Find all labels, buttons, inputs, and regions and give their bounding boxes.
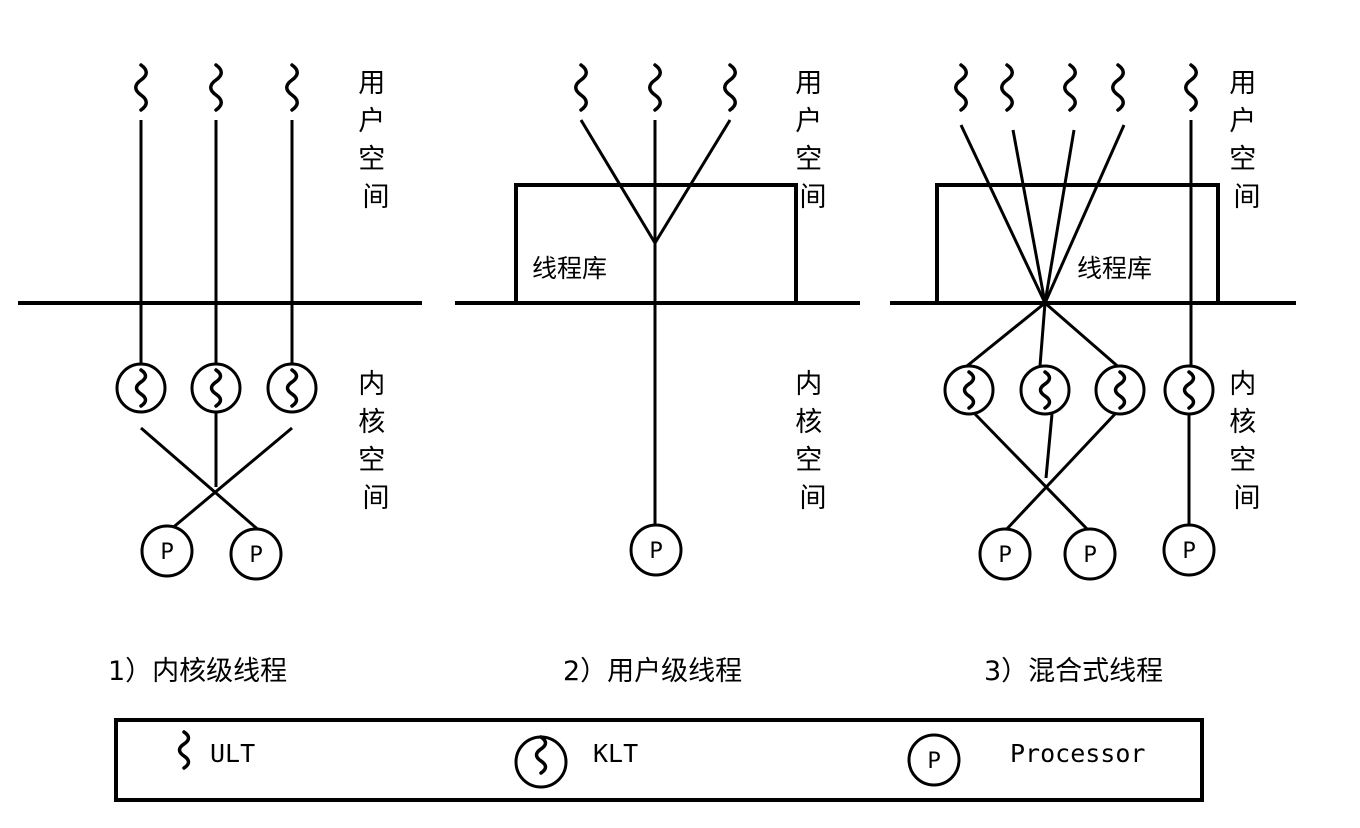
label-char: 空 — [795, 445, 822, 476]
ult-icon — [285, 63, 299, 112]
label-char: 空 — [795, 144, 822, 175]
ult-icon — [723, 63, 737, 112]
ult-icon — [209, 63, 223, 112]
label-char: 内 — [795, 369, 822, 400]
panel-hybrid: P P P 线程库 用 户 空 间 内 核 空 间 3）混合式线程 — [890, 63, 1296, 687]
processor-link — [1002, 412, 1117, 534]
processor-icon: P — [1162, 523, 1216, 577]
thread-link — [1043, 129, 1076, 304]
label-char: 间 — [363, 483, 390, 514]
processor-icon: P — [229, 527, 283, 581]
ult-icon — [954, 63, 968, 112]
kernel-space-label: 内 核 空 间 — [795, 369, 831, 514]
svg-text:P: P — [649, 539, 662, 564]
label-char: 间 — [800, 483, 827, 514]
svg-text:P: P — [1182, 539, 1195, 564]
kernel-space-label: 内 核 空 间 — [358, 369, 394, 514]
label-char: 用 — [795, 68, 822, 99]
processor-link — [169, 426, 293, 532]
thread-link — [961, 301, 1046, 372]
ult-icon — [1111, 63, 1125, 112]
thread-library-box — [935, 183, 1220, 305]
legend-ult-label: ULT — [210, 739, 255, 768]
klt-icon — [1163, 364, 1215, 416]
svg-text:P: P — [1083, 543, 1096, 568]
thread-library-label: 线程库 — [1077, 254, 1152, 283]
ult-icon — [1184, 63, 1198, 112]
svg-text:P: P — [927, 749, 940, 774]
label-char: 空 — [1229, 144, 1256, 175]
label-char: 用 — [358, 68, 385, 99]
user-space-label: 用 户 空 间 — [1229, 68, 1265, 213]
ult-icon — [134, 63, 148, 112]
svg-text:P: P — [998, 543, 1011, 568]
label-char: 核 — [358, 407, 385, 438]
thread-link — [1011, 129, 1047, 304]
label-char: 空 — [1229, 445, 1256, 476]
legend-processor-icon: P — [907, 733, 961, 787]
processor-link — [973, 412, 1092, 534]
thread-link — [959, 124, 1047, 304]
processor-icon: P — [1063, 527, 1117, 581]
label-char: 户 — [795, 106, 822, 137]
legend-box — [114, 718, 1204, 802]
klt-icon — [1019, 364, 1071, 416]
processor-icon: P — [629, 523, 683, 577]
klt-icon — [266, 362, 318, 414]
label-char: 空 — [358, 445, 385, 476]
label-char: 间 — [363, 182, 390, 213]
processor-icon: P — [140, 524, 194, 578]
legend: ULT KLT P Processor — [114, 718, 1204, 802]
label-char: 户 — [1229, 106, 1256, 137]
caption-hybrid: 3）混合式线程 — [984, 656, 1163, 687]
ult-icon — [648, 63, 662, 112]
panel-kernel-level: P P 用 户 空 间 内 核 空 间 1）内核级线程 — [18, 63, 422, 687]
kernel-space-label: 内 核 空 间 — [1229, 369, 1265, 514]
klt-icon — [190, 362, 242, 414]
label-char: 核 — [795, 407, 822, 438]
thread-link — [653, 119, 732, 244]
klt-icon — [115, 362, 167, 414]
legend-processor-label: Processor — [1010, 739, 1145, 768]
ult-icon — [1063, 63, 1077, 112]
label-char: 空 — [358, 144, 385, 175]
svg-text:P: P — [160, 540, 173, 565]
processor-link — [140, 426, 263, 535]
klt-icon — [943, 364, 995, 416]
svg-text:P: P — [249, 543, 262, 568]
thread-link — [1038, 302, 1047, 367]
caption-kernel-level: 1）内核级线程 — [108, 656, 287, 687]
label-char: 间 — [1234, 182, 1261, 213]
thread-link — [1044, 301, 1123, 372]
label-char: 间 — [800, 182, 827, 213]
label-char: 户 — [358, 106, 385, 137]
caption-user-level: 2）用户级线程 — [563, 656, 742, 687]
klt-icon — [1094, 364, 1146, 416]
label-char: 内 — [1229, 369, 1256, 400]
legend-klt-label: KLT — [593, 739, 638, 768]
ult-icon — [574, 63, 588, 112]
user-space-label: 用 户 空 间 — [795, 68, 831, 213]
label-char: 用 — [1229, 68, 1256, 99]
thread-library-label: 线程库 — [532, 254, 607, 283]
processor-icon: P — [978, 527, 1032, 581]
processor-link — [1044, 413, 1054, 479]
thread-link — [579, 119, 657, 244]
label-char: 内 — [358, 369, 385, 400]
label-char: 核 — [1229, 407, 1256, 438]
ult-icon — [1000, 63, 1014, 112]
thread-link — [1043, 124, 1126, 304]
user-space-label: 用 户 空 间 — [358, 68, 394, 213]
legend-klt-icon — [514, 735, 568, 789]
label-char: 间 — [1234, 483, 1261, 514]
panel-user-level: P 线程库 用 户 空 间 内 核 空 间 2）用户级线程 — [455, 63, 860, 687]
